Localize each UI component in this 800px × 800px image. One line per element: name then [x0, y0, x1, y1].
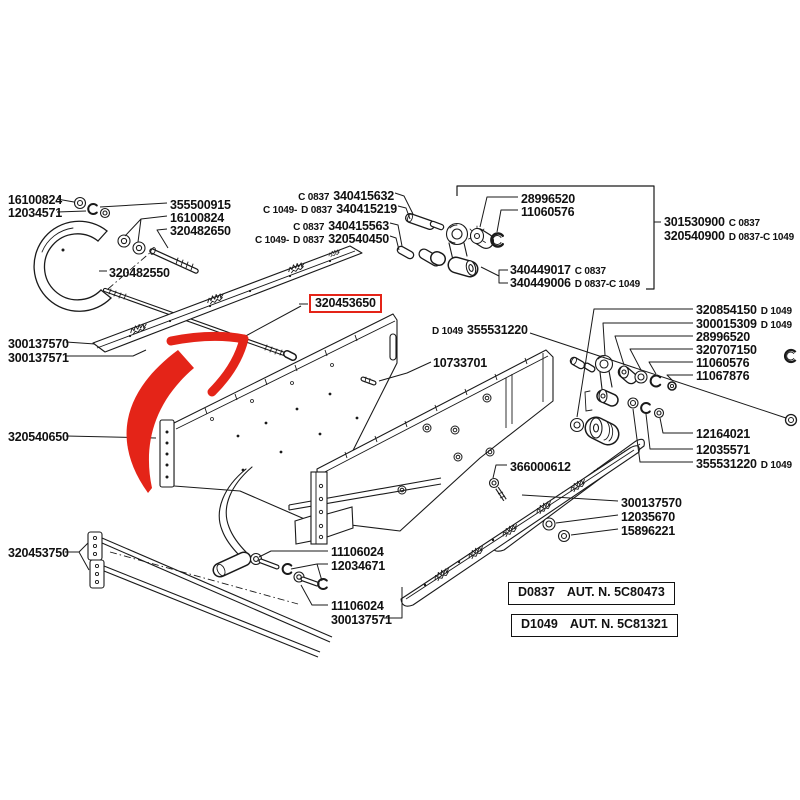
label-300137571-left: 300137571 [8, 351, 69, 365]
label-320482550: 320482550 [109, 266, 170, 280]
label-16100824-b: 16100824 [170, 211, 225, 225]
top-right-linkage [396, 213, 504, 278]
margin-rings [784, 348, 798, 427]
label-12035571: 12035571 [696, 443, 751, 457]
label-11067876: 11067876 [696, 369, 750, 383]
label-11106024-top: 11106024 [331, 545, 384, 559]
right-side-panel [316, 349, 554, 532]
label-28996520-top: 28996520 [521, 192, 576, 206]
bottom-sills [400, 438, 645, 607]
label-12164021: 12164021 [696, 427, 751, 441]
label-320540650: 320540650 [8, 430, 69, 444]
label-16100824-a: 16100824 [8, 193, 63, 207]
right-linkage [569, 354, 677, 446]
label-12034671: 12034671 [331, 559, 386, 573]
label-320482650: 320482650 [170, 224, 231, 238]
label-320453650: 320453650 [309, 294, 382, 314]
label-28996520-right: 28996520 [696, 330, 751, 344]
bolt-cluster [249, 552, 328, 590]
label-10733701: 10733701 [433, 356, 488, 370]
label-15896221: 15896221 [621, 524, 676, 538]
label-300137571-bottom: 300137571 [331, 613, 392, 627]
label-300137570-left: 300137570 [8, 337, 69, 351]
tie-rod-320453650 [102, 287, 297, 361]
label-355500915: 355500915 [170, 198, 231, 212]
label-11106024-bottom: 11106024 [331, 599, 384, 613]
label-11060576-top: 11060576 [521, 205, 575, 219]
bottom-left-rails [87, 531, 333, 658]
brake-band-assembly [33, 196, 199, 312]
leader-lines [56, 185, 787, 619]
label-300137570-bottom: 300137570 [621, 496, 682, 510]
label-11060576-right: 11060576 [696, 356, 750, 370]
red-highlight-arrow [126, 331, 249, 493]
center-channel-assembly [288, 471, 442, 545]
label-320707150: 320707150 [696, 343, 757, 357]
bent-rod [212, 466, 253, 578]
pin-10733701 [360, 376, 377, 386]
label-320453750: 320453750 [8, 546, 69, 560]
label-12034571: 12034571 [8, 206, 63, 220]
label-12035670: 12035670 [621, 510, 676, 524]
label-366000612: 366000612 [510, 460, 571, 474]
top-rail [92, 245, 363, 353]
